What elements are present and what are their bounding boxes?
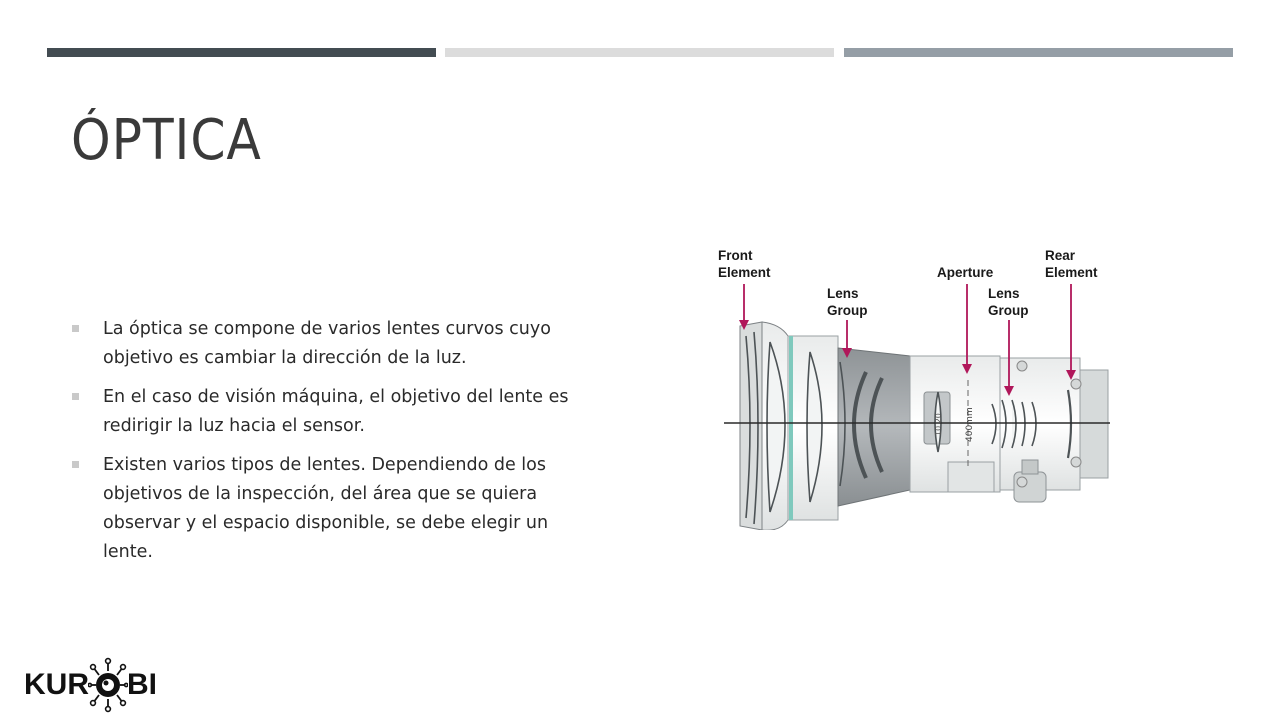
svg-text:Front: Front xyxy=(718,248,753,263)
top-bar-mid xyxy=(844,48,1233,57)
slide-title: ÓPTICA xyxy=(71,108,262,173)
bullet-item: La óptica se compone de varios lentes cu… xyxy=(70,315,590,373)
bullet-list: La óptica se compone de varios lentes cu… xyxy=(70,315,590,577)
svg-text:Lens: Lens xyxy=(827,286,859,301)
zoom-scale-marking: 10 20 xyxy=(934,413,943,436)
kurobi-logo: KUR BI xyxy=(24,655,164,715)
svg-text:Lens: Lens xyxy=(988,286,1020,301)
bullet-square-icon xyxy=(72,393,79,400)
svg-text:Group: Group xyxy=(827,303,868,318)
svg-text:Element: Element xyxy=(718,265,771,280)
svg-text:Element: Element xyxy=(1045,265,1098,280)
callout-front-element: Front Element xyxy=(718,248,771,330)
focal-length-marking: 400mm xyxy=(965,407,975,442)
svg-text:Aperture: Aperture xyxy=(937,265,994,280)
top-bar-dark xyxy=(47,48,436,57)
bullet-text: En el caso de visión máquina, el objetiv… xyxy=(103,387,569,436)
lens-barrel xyxy=(739,321,1109,530)
callout-lens-group-2: Lens Group xyxy=(988,286,1029,396)
logo-text-left: KUR xyxy=(24,668,89,701)
callout-aperture: Aperture xyxy=(937,265,994,374)
callout-lens-group-1: Lens Group xyxy=(827,286,868,358)
callout-rear-element: Rear Element xyxy=(1045,248,1098,380)
logo-eye-icon xyxy=(88,657,128,713)
svg-text:Group: Group xyxy=(988,303,1029,318)
logo-text-right: BI xyxy=(127,668,157,701)
lens-cutaway-diagram: 10 20 400mm Front Element Lens Group Ape… xyxy=(710,240,1130,530)
bullet-text: Existen varios tipos de lentes. Dependie… xyxy=(103,455,549,562)
accent-ring xyxy=(789,336,793,520)
lens-elements xyxy=(745,331,1073,525)
svg-text:Rear: Rear xyxy=(1045,248,1076,263)
top-bar-light xyxy=(445,48,834,57)
bullet-square-icon xyxy=(72,325,79,332)
bullet-item: En el caso de visión máquina, el objetiv… xyxy=(70,383,590,441)
bullet-item: Existen varios tipos de lentes. Dependie… xyxy=(70,451,590,567)
bullet-square-icon xyxy=(72,461,79,468)
bullet-text: La óptica se compone de varios lentes cu… xyxy=(103,319,551,368)
